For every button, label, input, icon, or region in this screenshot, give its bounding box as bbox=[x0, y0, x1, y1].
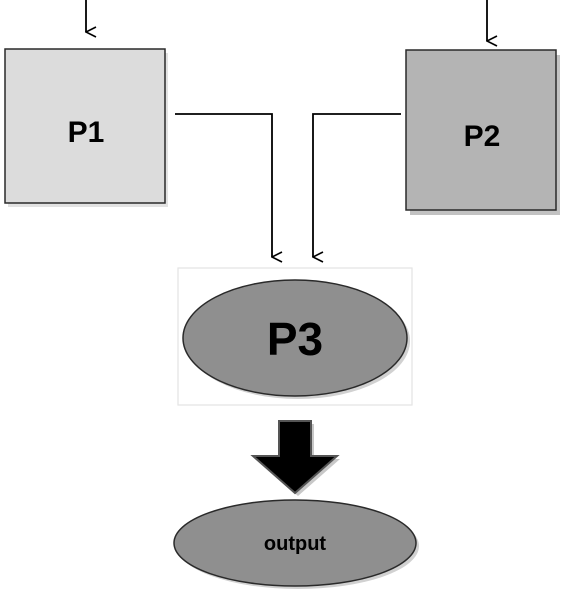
p2-label: P2 bbox=[464, 120, 501, 153]
connector-p1-p3 bbox=[175, 113, 272, 257]
p3-ellipse bbox=[182, 279, 408, 397]
output-label: output bbox=[264, 533, 327, 555]
p3-node: P3 bbox=[177, 267, 413, 406]
p1-label: P1 bbox=[68, 116, 105, 149]
p3-label: P3 bbox=[267, 313, 323, 365]
p1-box bbox=[4, 48, 166, 204]
output-ellipse bbox=[173, 499, 417, 587]
down-arrow-shape bbox=[250, 420, 340, 495]
output-node: output bbox=[173, 499, 419, 589]
p1-node: P1 bbox=[4, 48, 168, 207]
p2-node: P2 bbox=[405, 49, 560, 215]
connector-p2-p3 bbox=[313, 113, 401, 257]
p2-box bbox=[405, 49, 557, 211]
down-arrow bbox=[250, 420, 340, 496]
